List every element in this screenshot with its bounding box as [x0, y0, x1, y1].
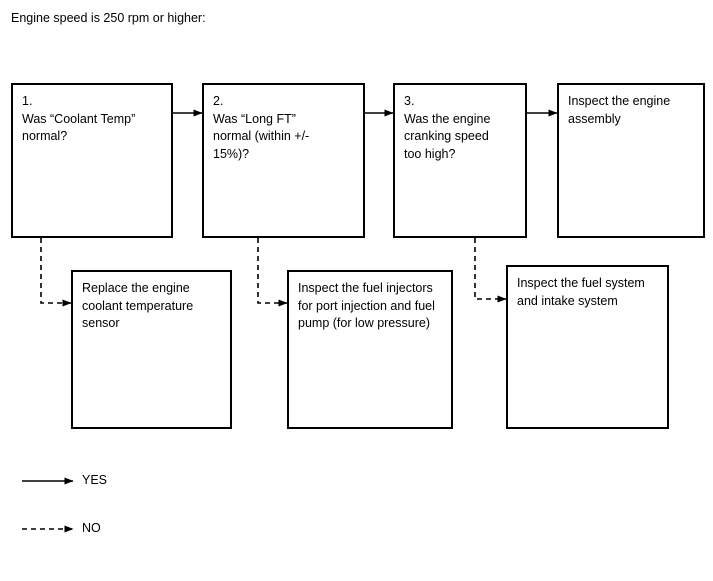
node-result-fuel-injectors-label: Inspect the fuel injectors for port inje… [298, 281, 435, 330]
node-result-engine-assembly-label: Inspect the engine assembly [568, 94, 671, 126]
node-question-2[interactable]: 2. Was “Long FT” normal (within +/- 15%)… [202, 83, 365, 238]
node-result-fuel-intake-system[interactable]: Inspect the fuel system and intake syste… [506, 265, 669, 429]
node-result-fuel-injectors[interactable]: Inspect the fuel injectors for port inje… [287, 270, 453, 429]
node-result-coolant-sensor-label: Replace the engine coolant temperature s… [82, 281, 194, 330]
node-question-1[interactable]: 1. Was “Coolant Temp” normal? [11, 83, 173, 238]
node-question-2-number: 2. [213, 94, 224, 108]
node-question-3-label: Was the engine cranking speed too high? [404, 111, 491, 161]
edge-q1-to-sensor-no [40, 238, 72, 307]
node-question-1-label: Was “Coolant Temp” normal? [22, 111, 136, 144]
node-question-3-number: 3. [404, 94, 415, 108]
legend-no-label: NO [82, 521, 101, 535]
legend-yes-label: YES [82, 473, 108, 487]
node-result-engine-assembly[interactable]: Inspect the engine assembly [557, 83, 705, 238]
node-question-2-label: Was “Long FT” normal (within +/- 15%)? [213, 111, 310, 161]
page-title: Engine speed is 250 rpm or higher: [11, 11, 206, 25]
edge-q2-to-injectors-no [257, 238, 288, 307]
node-result-coolant-sensor[interactable]: Replace the engine coolant temperature s… [71, 270, 232, 429]
node-result-fuel-intake-system-label: Inspect the fuel system and intake syste… [517, 276, 645, 308]
node-question-3[interactable]: 3. Was the engine cranking speed too hig… [393, 83, 527, 238]
edge-q3-to-fuelsystem-no [474, 238, 507, 303]
node-question-1-number: 1. [22, 94, 33, 108]
